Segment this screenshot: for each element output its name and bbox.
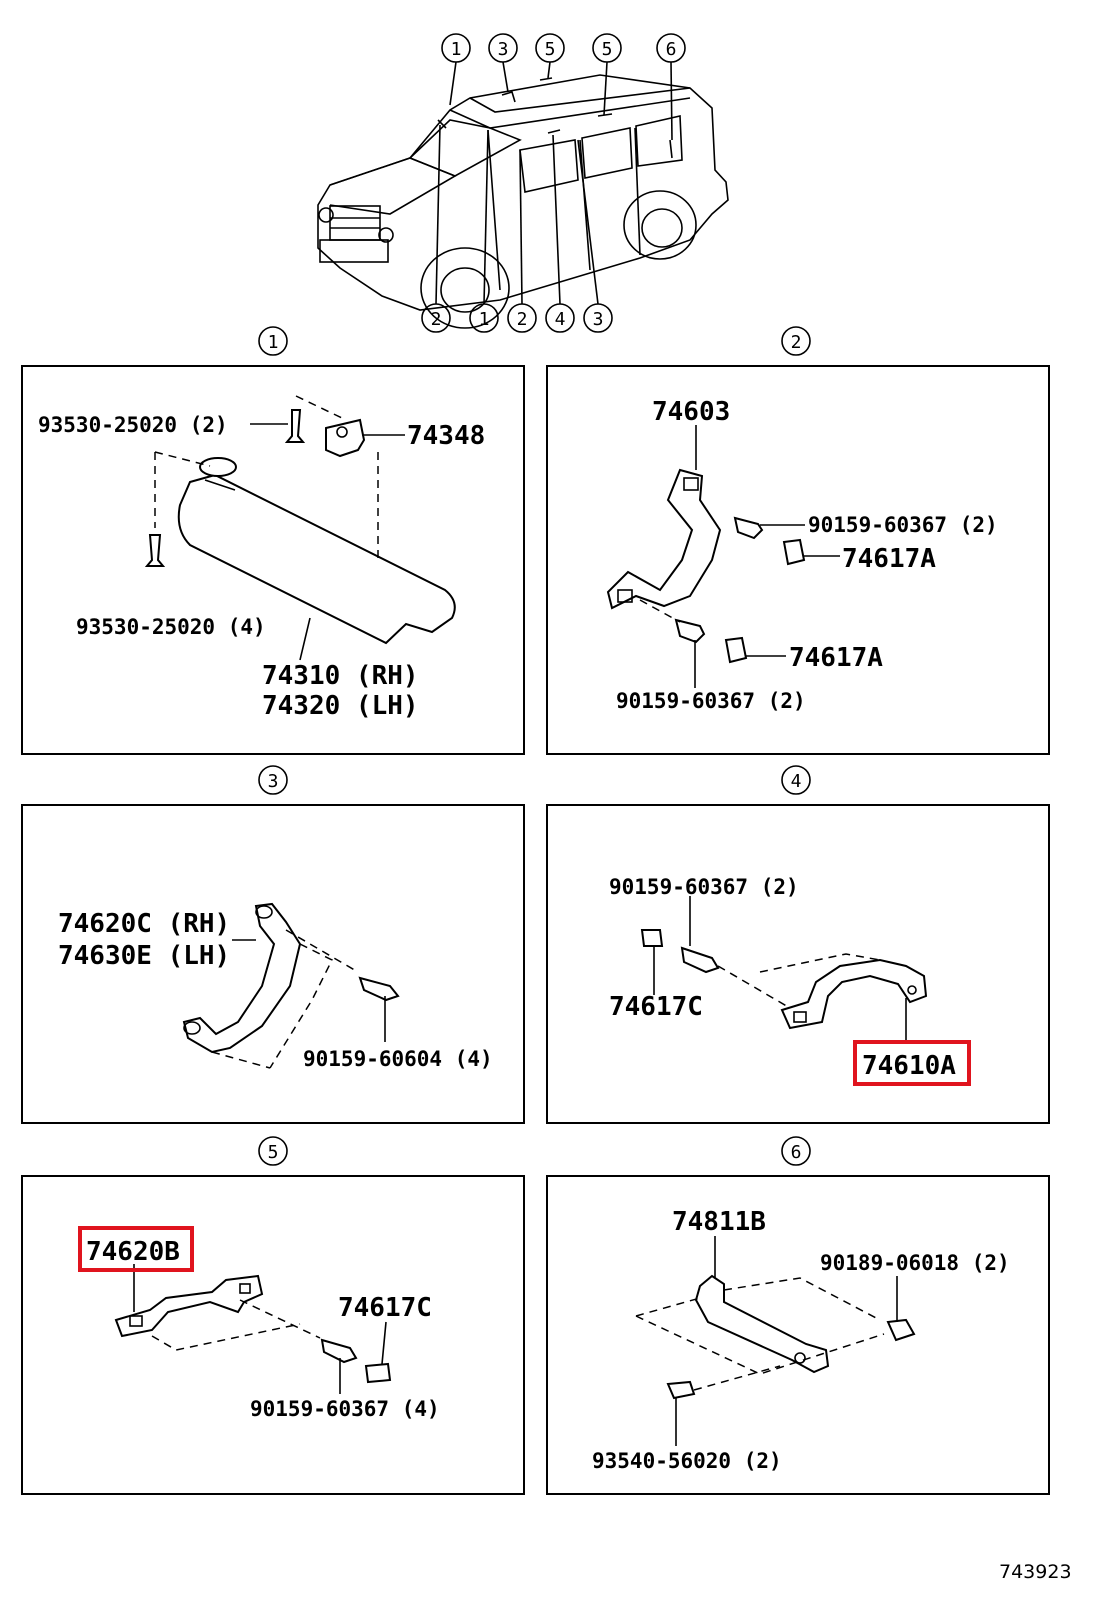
screw-top [284, 409, 306, 443]
diagram-code: 743923 [999, 1561, 1072, 1583]
overview-top-callouts: 1 3 5 5 6 [441, 33, 686, 141]
label-74348: 74348 [407, 421, 485, 451]
label-74620b: 74620B [86, 1237, 180, 1267]
label-93530-25020-2: 93530-25020 (2) [38, 413, 228, 437]
callout-top-4: 5 [602, 39, 613, 60]
assist-grip-74610a [780, 958, 928, 1030]
panel-4-number: 4 [791, 771, 802, 792]
label-74617a-top: 74617A [842, 544, 936, 574]
panel-2-frame [546, 365, 1050, 755]
panel-2-assist-grip: 74603 90159-60367 (2) 74617A 74617A 9015… [546, 365, 1050, 755]
callout-bottom-4: 4 [555, 309, 566, 330]
label-90159-60367-2: 90159-60367 (2) [609, 875, 799, 899]
panel-4-assist-grip: 90159-60367 (2) 74617C 74610A [546, 804, 1050, 1124]
label-74617c-panel5: 74617C [338, 1293, 432, 1323]
panel-3-number: 3 [268, 771, 279, 792]
label-90189-06018-2: 90189-06018 (2) [820, 1251, 1010, 1275]
assist-grip [606, 468, 722, 610]
callout-top-5: 6 [666, 39, 677, 60]
callout-bottom-2: 1 [479, 309, 490, 330]
panel-2-number: 2 [791, 332, 802, 353]
label-93540-56020-2: 93540-56020 (2) [592, 1449, 782, 1473]
panel-5-number: 5 [268, 1142, 279, 1163]
panel-3-frame [21, 804, 525, 1124]
sun-visor [177, 473, 456, 645]
label-74811b: 74811B [672, 1207, 766, 1237]
panel-6-frame [546, 1175, 1050, 1495]
assist-grip-c [182, 902, 302, 1054]
vehicle-overview [317, 74, 729, 329]
panel-1-number: 1 [268, 332, 279, 353]
label-90159-60604-4: 90159-60604 (4) [303, 1047, 493, 1071]
callout-bottom-5: 3 [593, 309, 604, 330]
overview-bottom-callouts: 2 1 2 4 3 [421, 124, 613, 333]
callout-top-3: 5 [545, 39, 556, 60]
callout-bottom-3: 2 [517, 309, 528, 330]
label-74320-lh: 74320 (LH) [262, 691, 419, 721]
label-74617c: 74617C [609, 992, 703, 1022]
screw-left [144, 534, 166, 567]
panel-5-assist-grip: 74620B 74617C 90159-60367 (4) [21, 1175, 525, 1495]
assist-grip-74620b [114, 1274, 264, 1338]
assist-grip-74811b [694, 1274, 830, 1374]
label-93530-25020-4: 93530-25020 (4) [76, 615, 266, 639]
label-74603: 74603 [652, 397, 730, 427]
label-74617a-bottom: 74617A [789, 643, 883, 673]
highlight-74610a [853, 1040, 971, 1086]
callout-top-1: 1 [451, 39, 462, 60]
panel-1-frame [21, 365, 525, 755]
label-74620c-rh: 74620C (RH) [58, 909, 230, 939]
callout-bottom-1: 2 [431, 309, 442, 330]
panel-1-sun-visor: 93530-25020 (2) 74348 93530-25020 (4) 74… [21, 365, 525, 755]
visor-bracket [325, 418, 366, 458]
panel-4-frame [546, 804, 1050, 1124]
panel-5-frame [21, 1175, 525, 1495]
label-74610a: 74610A [862, 1051, 956, 1081]
label-90159-60367-4: 90159-60367 (4) [250, 1397, 440, 1421]
panel-number-markers: 1 2 3 4 5 6 [258, 326, 811, 1166]
panel-6-assist-grip: 74811B 90189-06018 (2) 93540-56020 (2) [546, 1175, 1050, 1495]
label-90159-60367-2-top: 90159-60367 (2) [808, 513, 998, 537]
callout-top-2: 3 [498, 39, 509, 60]
panel-6-number: 6 [791, 1142, 802, 1163]
label-90159-60367-2-bottom: 90159-60367 (2) [616, 689, 806, 713]
label-74630e-lh: 74630E (LH) [58, 941, 230, 971]
panel-3-assist-grip: 74620C (RH) 74630E (LH) 90159-60604 (4) [21, 804, 525, 1124]
highlight-74620b [78, 1226, 194, 1272]
label-74310-rh: 74310 (RH) [262, 661, 419, 691]
